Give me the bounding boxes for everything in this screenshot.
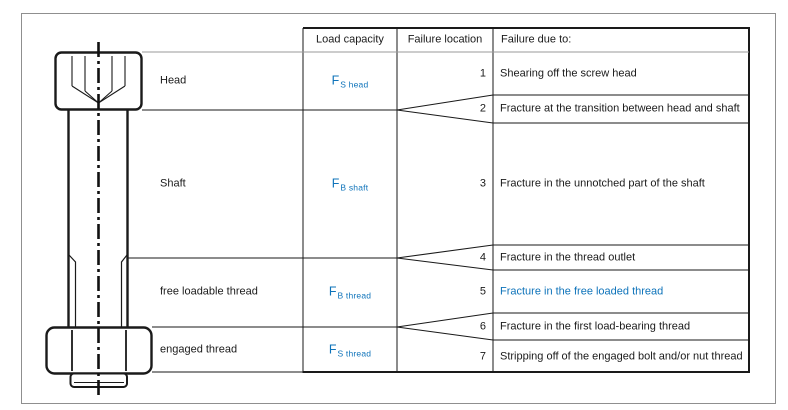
failure-cause: Stripping off of the engaged bolt and/or… — [500, 350, 743, 363]
header-load-capacity: Load capacity — [316, 33, 384, 46]
failure-cause: Fracture in the first load-bearing threa… — [500, 320, 691, 333]
force-symbol: F — [331, 176, 340, 191]
failure-location-number: 3 — [479, 177, 486, 190]
section-label-engaged-thread: engaged thread — [160, 343, 238, 356]
failure-cause: Shearing off the screw head — [500, 67, 637, 80]
force-subscript: S thread — [337, 348, 372, 359]
load-capacity-free-thread: FB thread — [303, 284, 397, 301]
load-capacity-head: FS head — [303, 73, 397, 90]
failure-location-number: 1 — [479, 67, 486, 80]
table-grid — [142, 26, 751, 374]
bolt-thread — [68, 254, 128, 327]
force-subscript: S head — [340, 79, 369, 90]
section-label-free-thread: free loadable thread — [160, 285, 258, 298]
failure-cause: Fracture in the thread outlet — [500, 251, 636, 264]
section-label-shaft: Shaft — [160, 177, 186, 190]
failure-location-number: 5 — [479, 285, 486, 298]
load-capacity-engaged-thread: FS thread — [303, 342, 397, 359]
force-subscript: B thread — [337, 290, 372, 301]
load-capacity-shaft: FB shaft — [303, 176, 397, 193]
failure-cause: Fracture in the unnotched part of the sh… — [500, 177, 705, 190]
failure-location-number: 4 — [479, 251, 486, 264]
failure-location-number: 2 — [479, 102, 486, 115]
force-subscript: B shaft — [340, 182, 369, 193]
force-symbol: F — [328, 342, 337, 357]
failure-location-number: 6 — [479, 320, 486, 333]
force-symbol: F — [331, 73, 340, 88]
bolt-shaft — [67, 110, 129, 327]
failure-location-number: 7 — [479, 350, 486, 363]
wedge-connectors — [396, 94, 494, 341]
header-failure-location: Failure location — [407, 33, 483, 46]
section-divider-lines — [128, 109, 397, 373]
force-symbol: F — [328, 284, 337, 299]
section-label-head: Head — [160, 74, 187, 87]
failure-cause: Fracture at the transition between head … — [500, 102, 740, 115]
figure-frame — [21, 13, 776, 404]
failure-cause-highlighted: Fracture in the free loaded thread — [500, 285, 664, 298]
header-failure-due-to: Failure due to: — [501, 33, 572, 46]
